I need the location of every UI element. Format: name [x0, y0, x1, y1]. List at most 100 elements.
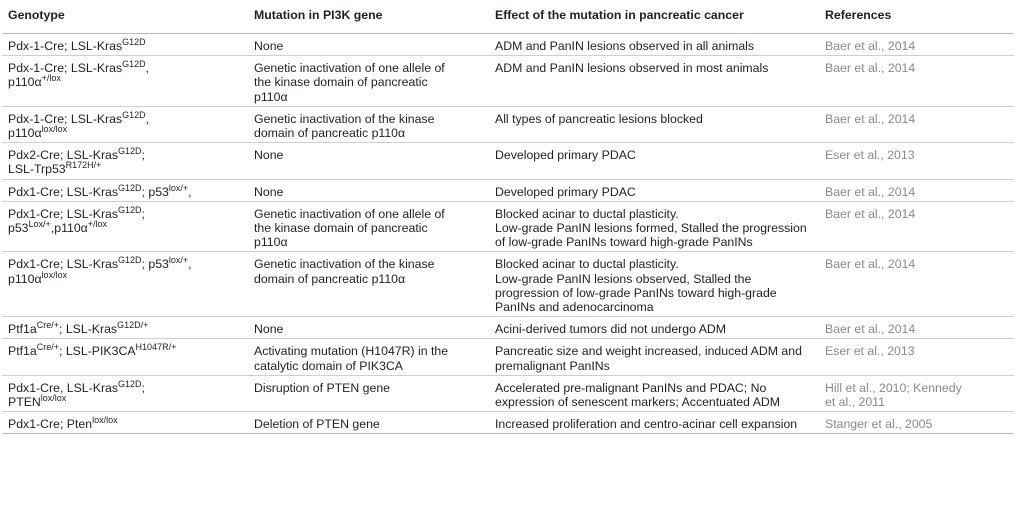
header-effect: Effect of the mutation in pancreatic can… — [489, 0, 819, 34]
genotype-superscript: lox/lox — [40, 393, 67, 404]
genotype-superscript: Lox/+ — [28, 219, 51, 230]
mutation-line: Disruption of PTEN gene — [254, 380, 391, 395]
genotype-superscript: G12D — [118, 378, 142, 389]
effect-line: Acini-derived tumors did not undergo ADM — [495, 322, 727, 337]
effect-cell: Pancreatic size and weight increased, in… — [489, 338, 819, 376]
reference-cell: Baer et al., 2014 — [819, 179, 1014, 202]
mutation-line: p110α — [254, 235, 288, 250]
genotype-line: Pdx-1-Cre; LSL-KrasG12D, — [8, 59, 242, 76]
mutation-line: Genetic inactivation of one allele of — [254, 206, 445, 221]
genotype-text: Ptf1a — [8, 322, 37, 337]
effect-line: Low-grade PanIN lesions formed, Stalled … — [495, 221, 807, 236]
reference-line: Baer et al., 2014 — [825, 184, 916, 199]
genotype-cell: Pdx-1-Cre; LSL-KrasG12D,p110αlox/lox — [2, 106, 248, 144]
effect-line: All types of pancreatic lesions blocked — [495, 111, 703, 126]
genotype-superscript: G12D — [122, 59, 146, 70]
genotype-line: Pdx-1-Cre; LSL-KrasG12D — [8, 37, 242, 54]
reference-line: Baer et al., 2014 — [825, 39, 916, 53]
mutation-cell: None — [248, 142, 489, 180]
genotype-text: ; p53 — [141, 184, 169, 199]
mutation-line: Genetic inactivation of the kinase — [254, 257, 435, 272]
genotype-text: Pdx-1-Cre; LSL-Kras — [8, 61, 123, 76]
effect-line: Developed primary PDAC — [495, 148, 636, 163]
effect-line: PanINs and adenocarcinoma — [495, 300, 654, 315]
reference-cell: Baer et al., 2014 — [819, 55, 1014, 107]
reference-cell: Baer et al., 2014 — [819, 316, 1014, 340]
reference-line: Eser et al., 2013 — [825, 148, 915, 163]
mutation-line: p110α — [254, 89, 288, 104]
genotype-superscript: G12D — [122, 37, 146, 47]
genotype-cell: Pdx1-Cre; LSL-KrasG12D; p53lox/+,p110αlo… — [2, 251, 248, 318]
table-row: Pdx2-Cre; LSL-KrasG12D;LSL-Trp53R172H/+ N… — [2, 142, 1014, 180]
genotype-cell: Pdx-1-Cre; LSL-KrasG12D,p110α+/lox — [2, 55, 248, 107]
effect-cell: Blocked acinar to ductal plasticity.Low-… — [489, 251, 819, 318]
effect-cell: Developed primary PDAC — [489, 179, 819, 202]
genotype-cell: Pdx1-Cre; LSL-KrasG12D;p53Lox/+,p110α+/l… — [2, 201, 248, 253]
genotype-text: Ptf1a — [8, 344, 37, 359]
effect-line: expression of senescent markers; Accentu… — [495, 395, 781, 410]
genotype-text: , — [188, 184, 192, 199]
genotype-superscript: G12D — [118, 204, 142, 215]
reference-line: Stanger et al., 2005 — [825, 417, 933, 432]
genotype-superscript: G12D — [118, 146, 142, 157]
mutation-cell: None — [248, 33, 489, 57]
genotype-cell: Ptf1aCre/+; LSL-PIK3CAH1047R/+ — [2, 338, 248, 376]
reference-line: et al., 2011 — [825, 395, 885, 410]
genotype-text: ; — [141, 148, 145, 163]
genotype-text: ; — [141, 380, 145, 395]
genotype-line: Pdx2-Cre; LSL-KrasG12D; — [8, 146, 242, 163]
mutation-line: None — [254, 148, 284, 163]
effect-cell: Increased proliferation and centro-acina… — [489, 411, 819, 435]
header-mutation: Mutation in PI3K gene — [248, 0, 489, 34]
reference-line: Baer et al., 2014 — [825, 322, 916, 337]
genotype-superscript: H1047R/+ — [135, 342, 177, 353]
table-row: Pdx1-Cre; LSL-KrasG12D; p53lox/+,p110αlo… — [2, 251, 1014, 318]
effect-line: ADM and PanIN lesions observed in all an… — [495, 39, 755, 53]
reference-line: Baer et al., 2014 — [825, 257, 916, 272]
genotype-cell: Pdx-1-Cre; LSL-KrasG12D — [2, 33, 248, 57]
genotype-text: LSL-Trp53 — [8, 162, 66, 177]
effect-line: premalignant PanINs — [495, 358, 610, 373]
genotype-superscript: lox/+ — [168, 255, 189, 266]
reference-cell: Baer et al., 2014 — [819, 251, 1014, 318]
effect-line: progression of low-grade PanINs toward h… — [495, 285, 777, 300]
genotype-cell: Pdx1-Cre; Ptenlox/lox — [2, 411, 248, 435]
genotype-cell: Ptf1aCre/+; LSL-KrasG12D/+ — [2, 316, 248, 340]
genotype-line: Pdx1-Cre; LSL-KrasG12D; — [8, 204, 242, 221]
reference-cell: Baer et al., 2014 — [819, 201, 1014, 253]
header-row: Genotype Mutation in PI3K gene Effect of… — [2, 0, 1014, 34]
genotype-text: Pdx1-Cre; LSL-Kras — [8, 257, 119, 272]
reference-cell: Baer et al., 2014 — [819, 33, 1014, 57]
genotype-text: , — [145, 111, 150, 126]
genotype-text: ; — [141, 206, 145, 221]
effect-cell: Acini-derived tumors did not undergo ADM — [489, 316, 819, 340]
table-row: Pdx-1-Cre; LSL-KrasG12D None ADM and PanIN… — [2, 33, 1014, 57]
genotype-superscript: R172H/+ — [65, 160, 102, 171]
genotype-line: p110α+/lox — [8, 74, 242, 90]
reference-cell: Eser et al., 2013 — [819, 338, 1014, 376]
genotype-text: Pdx-1-Cre; LSL-Kras — [8, 39, 123, 53]
effect-line: Accelerated pre-malignant PanINs and PDA… — [495, 380, 767, 395]
table-row: Pdx1-Cre; LSL-KrasG12D;p53Lox/+,p110α+/l… — [2, 201, 1014, 253]
genotype-text: PTEN — [8, 395, 41, 410]
genotype-line: Pdx1-Cre; Ptenlox/lox — [8, 416, 242, 432]
mutation-line: None — [254, 39, 284, 53]
genotype-text: p110α — [8, 271, 42, 286]
effect-line: Increased proliferation and centro-acina… — [495, 417, 798, 432]
genotype-text: , — [145, 61, 150, 76]
genotype-text: Pdx1-Cre; Pten — [8, 417, 93, 432]
genotype-cell: Pdx1-Cre, LSL-KrasG12D;PTENlox/lox — [2, 375, 248, 413]
effect-line: Blocked acinar to ductal plasticity. — [495, 206, 679, 221]
mutation-cell: None — [248, 179, 489, 202]
table-header: Genotype Mutation in PI3K gene Effect of… — [2, 0, 1014, 34]
genotype-table: Genotype Mutation in PI3K gene Effect of… — [2, 0, 1014, 435]
